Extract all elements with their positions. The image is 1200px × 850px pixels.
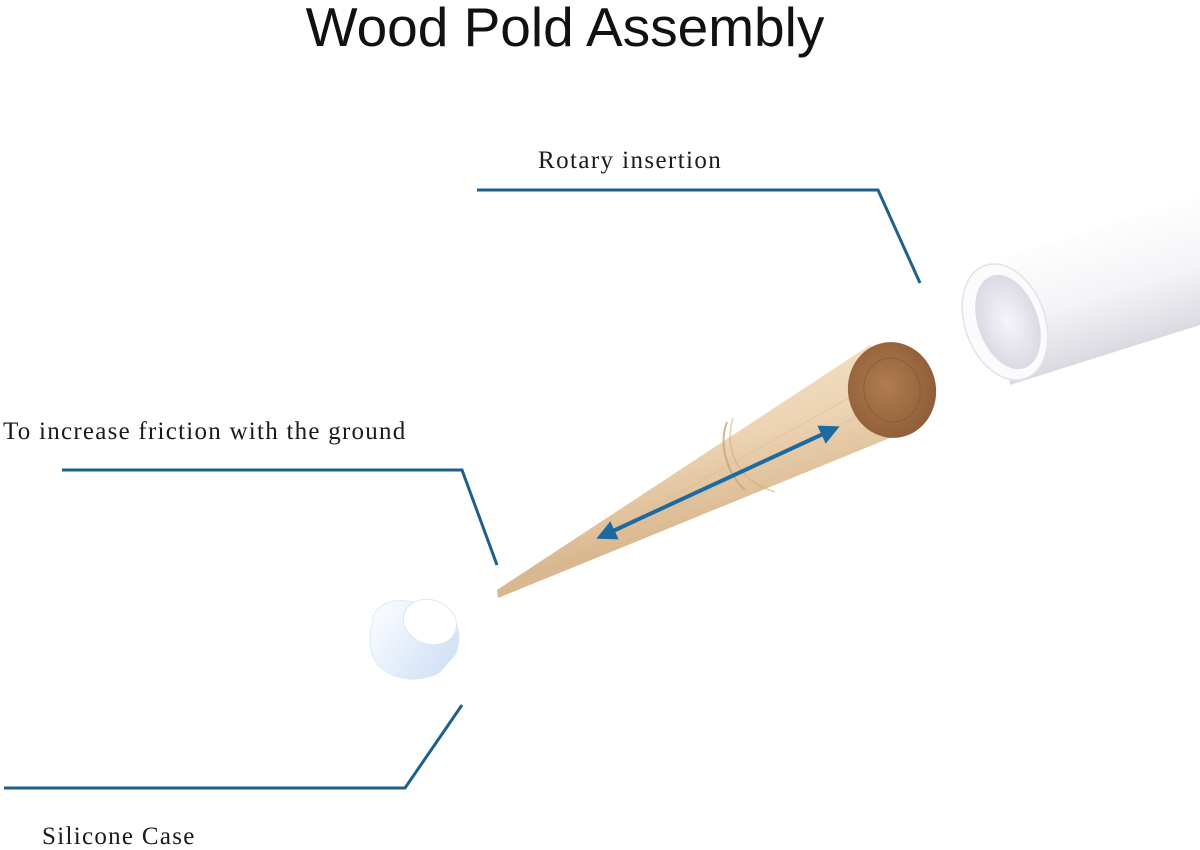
leader-line-friction — [62, 468, 499, 566]
leader-line-silicone — [4, 704, 464, 790]
silicone-cap — [369, 598, 460, 680]
label-increase-friction: To increase friction with the ground — [3, 418, 407, 445]
insertion-arrow — [596, 425, 840, 540]
leader-line-rotary — [477, 188, 922, 284]
wooden-dowel — [497, 342, 937, 598]
white-tube — [961, 195, 1200, 385]
label-silicone-case: Silicone Case — [42, 823, 196, 850]
diagram-title: Wood Pold Assembly — [305, 0, 825, 58]
label-rotary-insertion: Rotary insertion — [538, 147, 723, 174]
